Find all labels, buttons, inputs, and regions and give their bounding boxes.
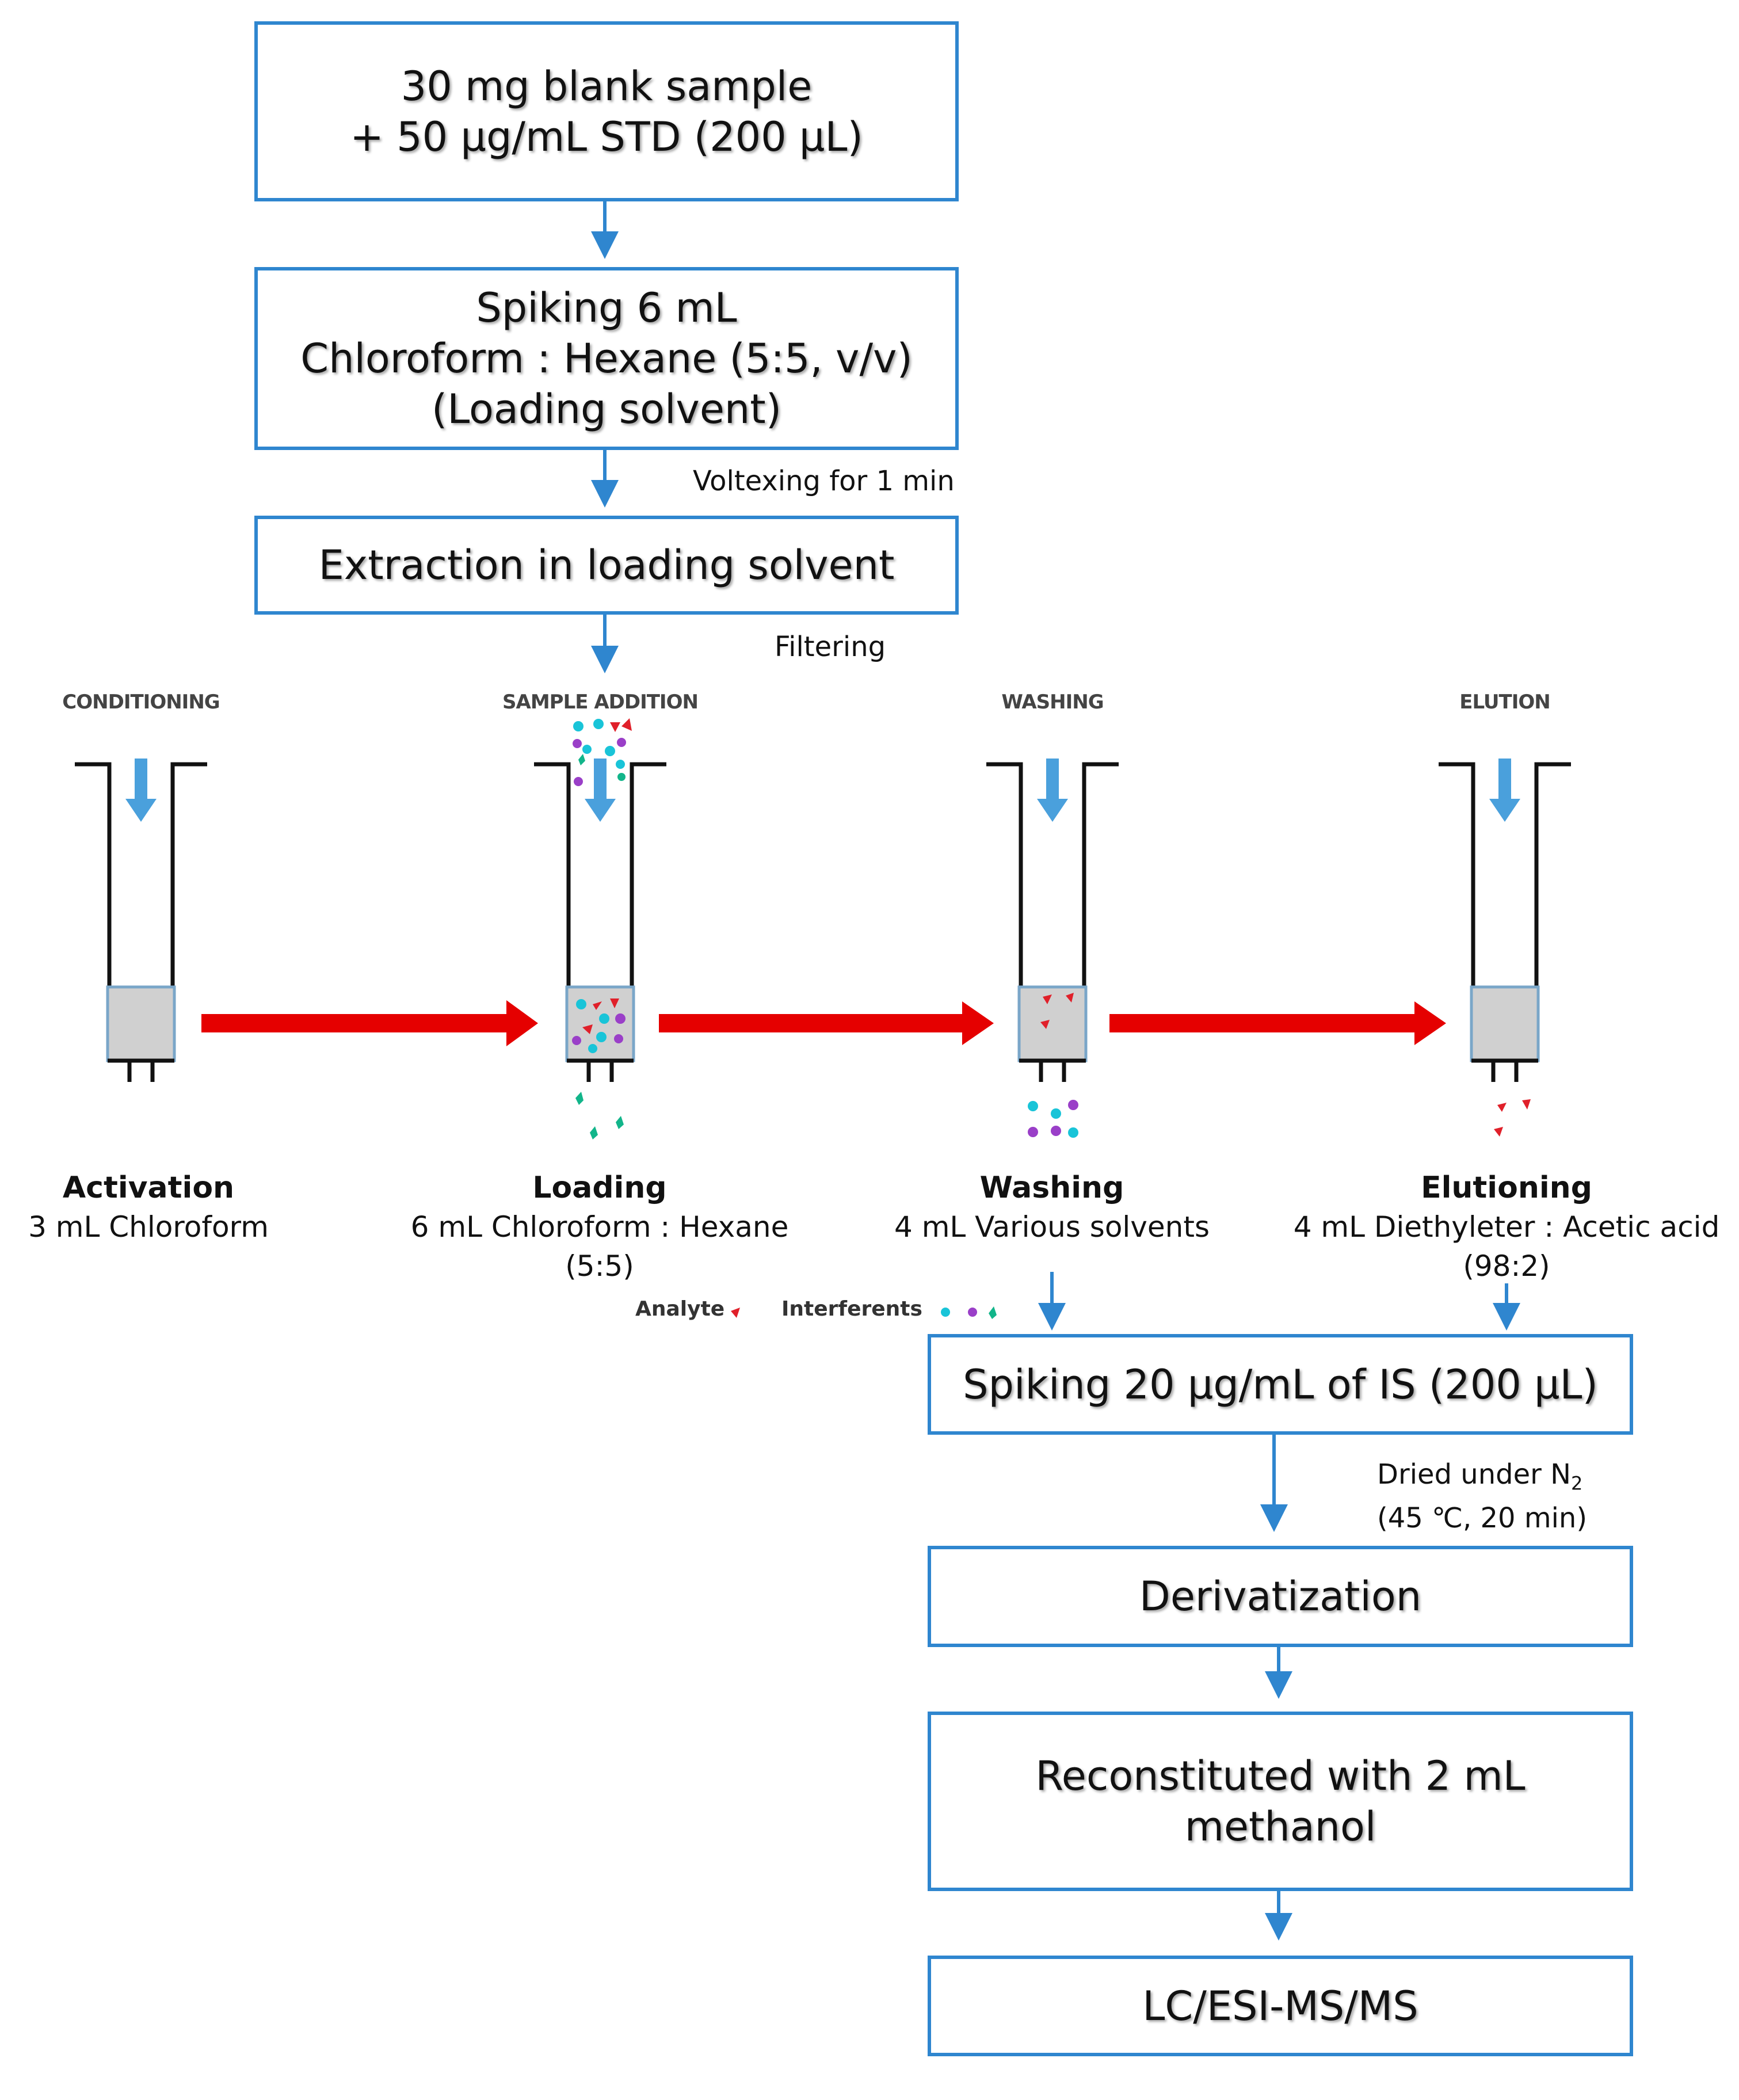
legend-symbols [731,1306,997,1319]
note-dried-conditions: (45 ℃, 20 min) [1377,1501,1588,1534]
cartridge-elution [1439,759,1571,1137]
sample-particles [573,718,632,786]
interferent-symbol-green [989,1306,997,1319]
step-activation-title: Activation [62,1171,235,1205]
arrow-loading-to-washing [659,1001,994,1045]
eluted-analyte [1494,1099,1531,1137]
eluted-interferents [575,1092,624,1139]
step-elutioning-detail: 4 mL Diethyleter : Acetic acid [1293,1210,1720,1244]
interferent-symbol-purple [968,1308,977,1317]
step-loading-title: Loading [532,1171,667,1205]
step-elutioning-ratio: (98:2) [1463,1249,1550,1283]
step-activation: Activation 3 mL Chloroform [28,1168,269,1247]
stage-label-washing: WASHING [1001,691,1104,714]
retained-analyte [1040,993,1074,1029]
box-sample-line1: 30 mg blank sample [401,62,813,110]
step-loading-ratio: (5:5) [565,1249,634,1283]
flow-arrows [591,201,1520,1941]
legend-analyte: Analyte [635,1297,725,1321]
step-washing: Washing 4 mL Various solvents [894,1168,1210,1247]
washed-interferents [1028,1100,1078,1138]
stage-label-conditioning: CONDITIONING [62,691,220,714]
arrow-activation-to-loading [201,1000,538,1046]
note-dried-text: Dried under N [1377,1458,1572,1491]
inlet-arrow-icon [1489,759,1520,822]
step-loading: Loading 6 mL Chloroform : Hexane (5:5) [411,1168,789,1286]
interferent-symbol-cyan [941,1308,950,1317]
step-elutioning-title: Elutioning [1421,1171,1592,1205]
note-filtering: Filtering [775,631,886,663]
loaded-sorbent-particles [572,998,626,1053]
box-spiking-line2: Chloroform : Hexane (5:5, v/v) [300,335,913,382]
box-lcms-text: LC/ESI-MS/MS [1142,1982,1418,2030]
cartridge-washing [986,759,1119,1138]
box-extraction-text: Extraction in loading solvent [318,542,895,589]
step-washing-title: Washing [979,1171,1124,1205]
legend-interferents: Interferents [781,1297,922,1321]
inlet-arrow-icon [1037,759,1068,822]
cartridge-sample-addition [534,718,666,1139]
box-spiking-is: Spiking 20 μg/mL of IS (200 μL) [928,1334,1633,1435]
analyte-symbol [731,1308,740,1318]
box-spiking-line1: Spiking 6 mL [476,284,737,331]
note-dried: Dried under N2 (45 ℃, 20 min) [1377,1457,1587,1535]
arrow-washing-to-elution [1109,1001,1446,1045]
box-extraction: Extraction in loading solvent [254,516,959,615]
box-spiking-is-text: Spiking 20 μg/mL of IS (200 μL) [963,1360,1598,1408]
cartridge-conditioning [75,759,207,1082]
box-reconstituted-line1: Reconstituted with 2 mL [1035,1752,1526,1800]
inlet-arrow-icon [125,759,157,822]
step-activation-detail: 3 mL Chloroform [28,1210,269,1244]
box-reconstituted-line2: methanol [1184,1803,1376,1850]
inlet-arrow-icon [585,759,616,822]
note-vortexing: Voltexing for 1 min [693,465,955,497]
note-dried-subscript: 2 [1571,1472,1583,1495]
stage-arrows [201,1000,1446,1046]
stage-label-sample-addition: SAMPLE ADDITION [502,691,699,714]
box-spiking-line3: (Loading solvent) [431,386,782,433]
stage-label-elution: ELUTION [1459,691,1550,714]
box-lcms: LC/ESI-MS/MS [928,1956,1633,2056]
step-washing-detail: 4 mL Various solvents [894,1210,1210,1244]
box-sample: 30 mg blank sample+ 50 μg/mL STD (200 μL… [254,21,959,201]
box-sample-line2: + 50 μg/mL STD (200 μL) [350,113,863,161]
step-elutioning: Elutioning 4 mL Diethyleter : Acetic aci… [1294,1168,1720,1286]
box-derivatization: Derivatization [928,1546,1633,1647]
step-loading-detail: 6 mL Chloroform : Hexane [410,1210,789,1244]
box-derivatization-text: Derivatization [1139,1573,1422,1620]
